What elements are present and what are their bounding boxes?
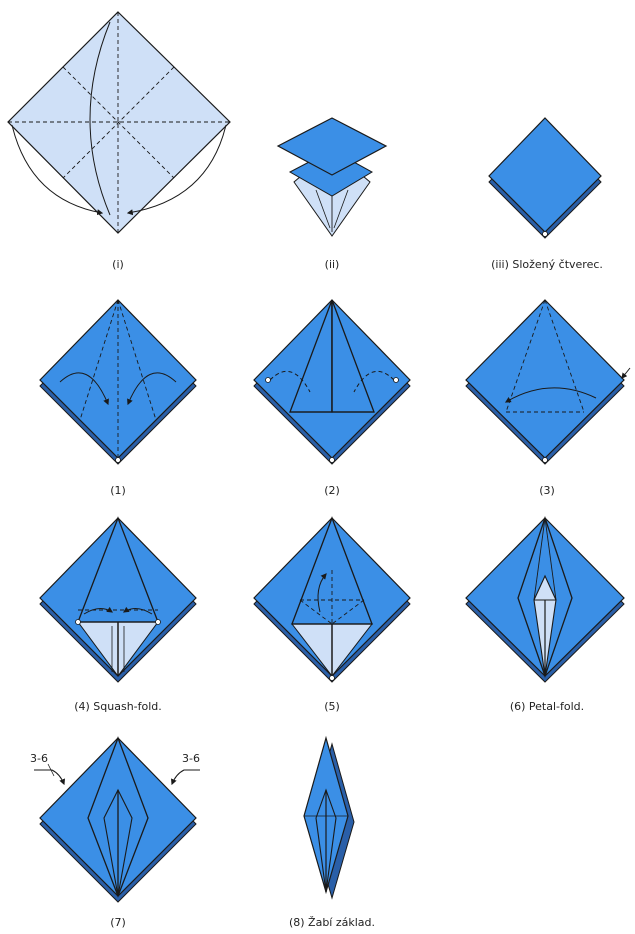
caption-step-ii: (ii) [325, 258, 340, 272]
caption-step-6: (6) Petal-fold. [510, 700, 584, 714]
caption-step-2: (2) [324, 484, 340, 498]
step-7-right-note: 3-6 [182, 752, 200, 765]
step-7-left-note: 3-6 [30, 752, 48, 765]
step-i-diagram [8, 12, 230, 233]
caption-step-5: (5) [324, 700, 340, 714]
step-iii-diagram [489, 118, 601, 238]
caption-step-1: (1) [110, 484, 126, 498]
caption-step-8: (8) Žabí základ. [289, 916, 375, 930]
caption-step-i: (i) [112, 258, 124, 272]
step-4-diagram [40, 518, 196, 682]
step-3-diagram [466, 300, 630, 464]
step-ii-diagram [278, 118, 386, 236]
step-7-diagram [34, 738, 200, 902]
caption-step-3: (3) [539, 484, 555, 498]
caption-step-7: (7) [110, 916, 126, 930]
step-6-diagram [466, 518, 624, 682]
step-1-diagram [40, 300, 196, 464]
step-2-diagram [254, 300, 410, 464]
step-8-diagram [304, 738, 354, 898]
caption-step-iii: (iii) Složený čtverec. [491, 258, 603, 272]
caption-step-4: (4) Squash-fold. [74, 700, 162, 714]
step-5-diagram [254, 518, 410, 682]
